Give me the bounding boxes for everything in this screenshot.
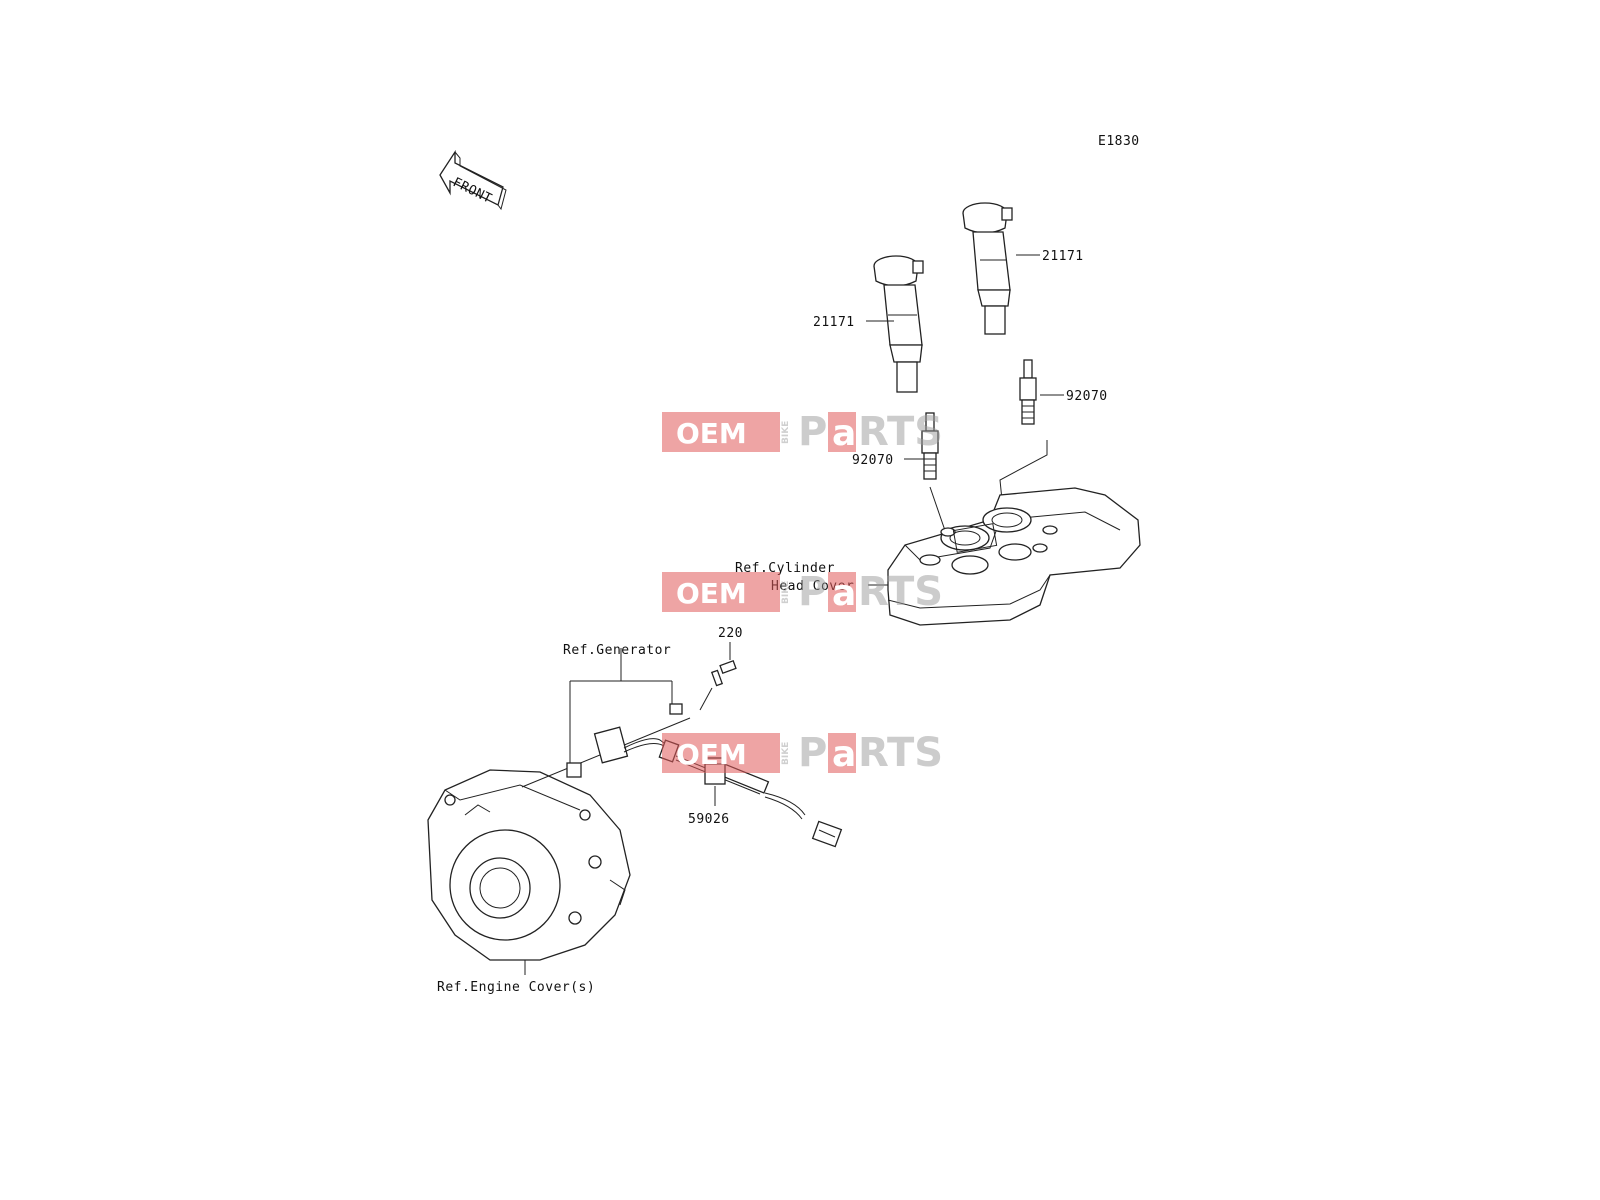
ref-generator-label: Ref.Generator — [563, 643, 671, 658]
cylinder-head-cover — [887, 487, 1141, 626]
watermark-1: OEM BIKE P a RTS — [662, 409, 943, 455]
engine-cover — [427, 769, 631, 961]
watermark-3: OEM BIKE P a RTS — [662, 730, 943, 776]
watermark-bike: BIKE — [781, 581, 791, 604]
watermark-rts: RTS — [858, 730, 943, 776]
watermark-2: OEM BIKE P a RTS — [662, 569, 943, 615]
part-number-label[interactable]: 21171 — [813, 315, 855, 330]
ref-engine-cover-label: Ref.Engine Cover(s) — [437, 980, 595, 995]
part-number-label[interactable]: 21171 — [1042, 249, 1084, 264]
diagram-code: E1830 — [1098, 134, 1140, 149]
watermark-bike: BIKE — [781, 742, 791, 765]
watermark-p: P — [798, 730, 827, 776]
watermark-a: a — [832, 573, 856, 614]
spark-plug-right[interactable] — [1019, 359, 1037, 425]
bolt-220[interactable] — [710, 660, 737, 687]
watermark-rts: RTS — [858, 569, 943, 615]
watermark-oem: OEM — [676, 577, 747, 610]
part-number-label[interactable]: 92070 — [1066, 389, 1108, 404]
watermark-oem: OEM — [676, 738, 747, 771]
part-number-label[interactable]: 92070 — [852, 453, 894, 468]
watermark-p: P — [798, 569, 827, 615]
ignition-coil-left[interactable] — [873, 255, 924, 393]
watermark-oem: OEM — [676, 417, 747, 450]
watermark-bike: BIKE — [781, 421, 791, 444]
watermark-a: a — [832, 413, 856, 454]
watermark-p: P — [798, 409, 827, 455]
watermark-rts: RTS — [858, 409, 943, 455]
part-number-label[interactable]: 220 — [718, 626, 743, 641]
watermark-a: a — [832, 734, 856, 775]
ignition-coil-right[interactable] — [962, 202, 1013, 335]
part-number-label[interactable]: 59026 — [688, 812, 730, 827]
front-direction-arrow-icon: FRONT — [439, 149, 507, 211]
